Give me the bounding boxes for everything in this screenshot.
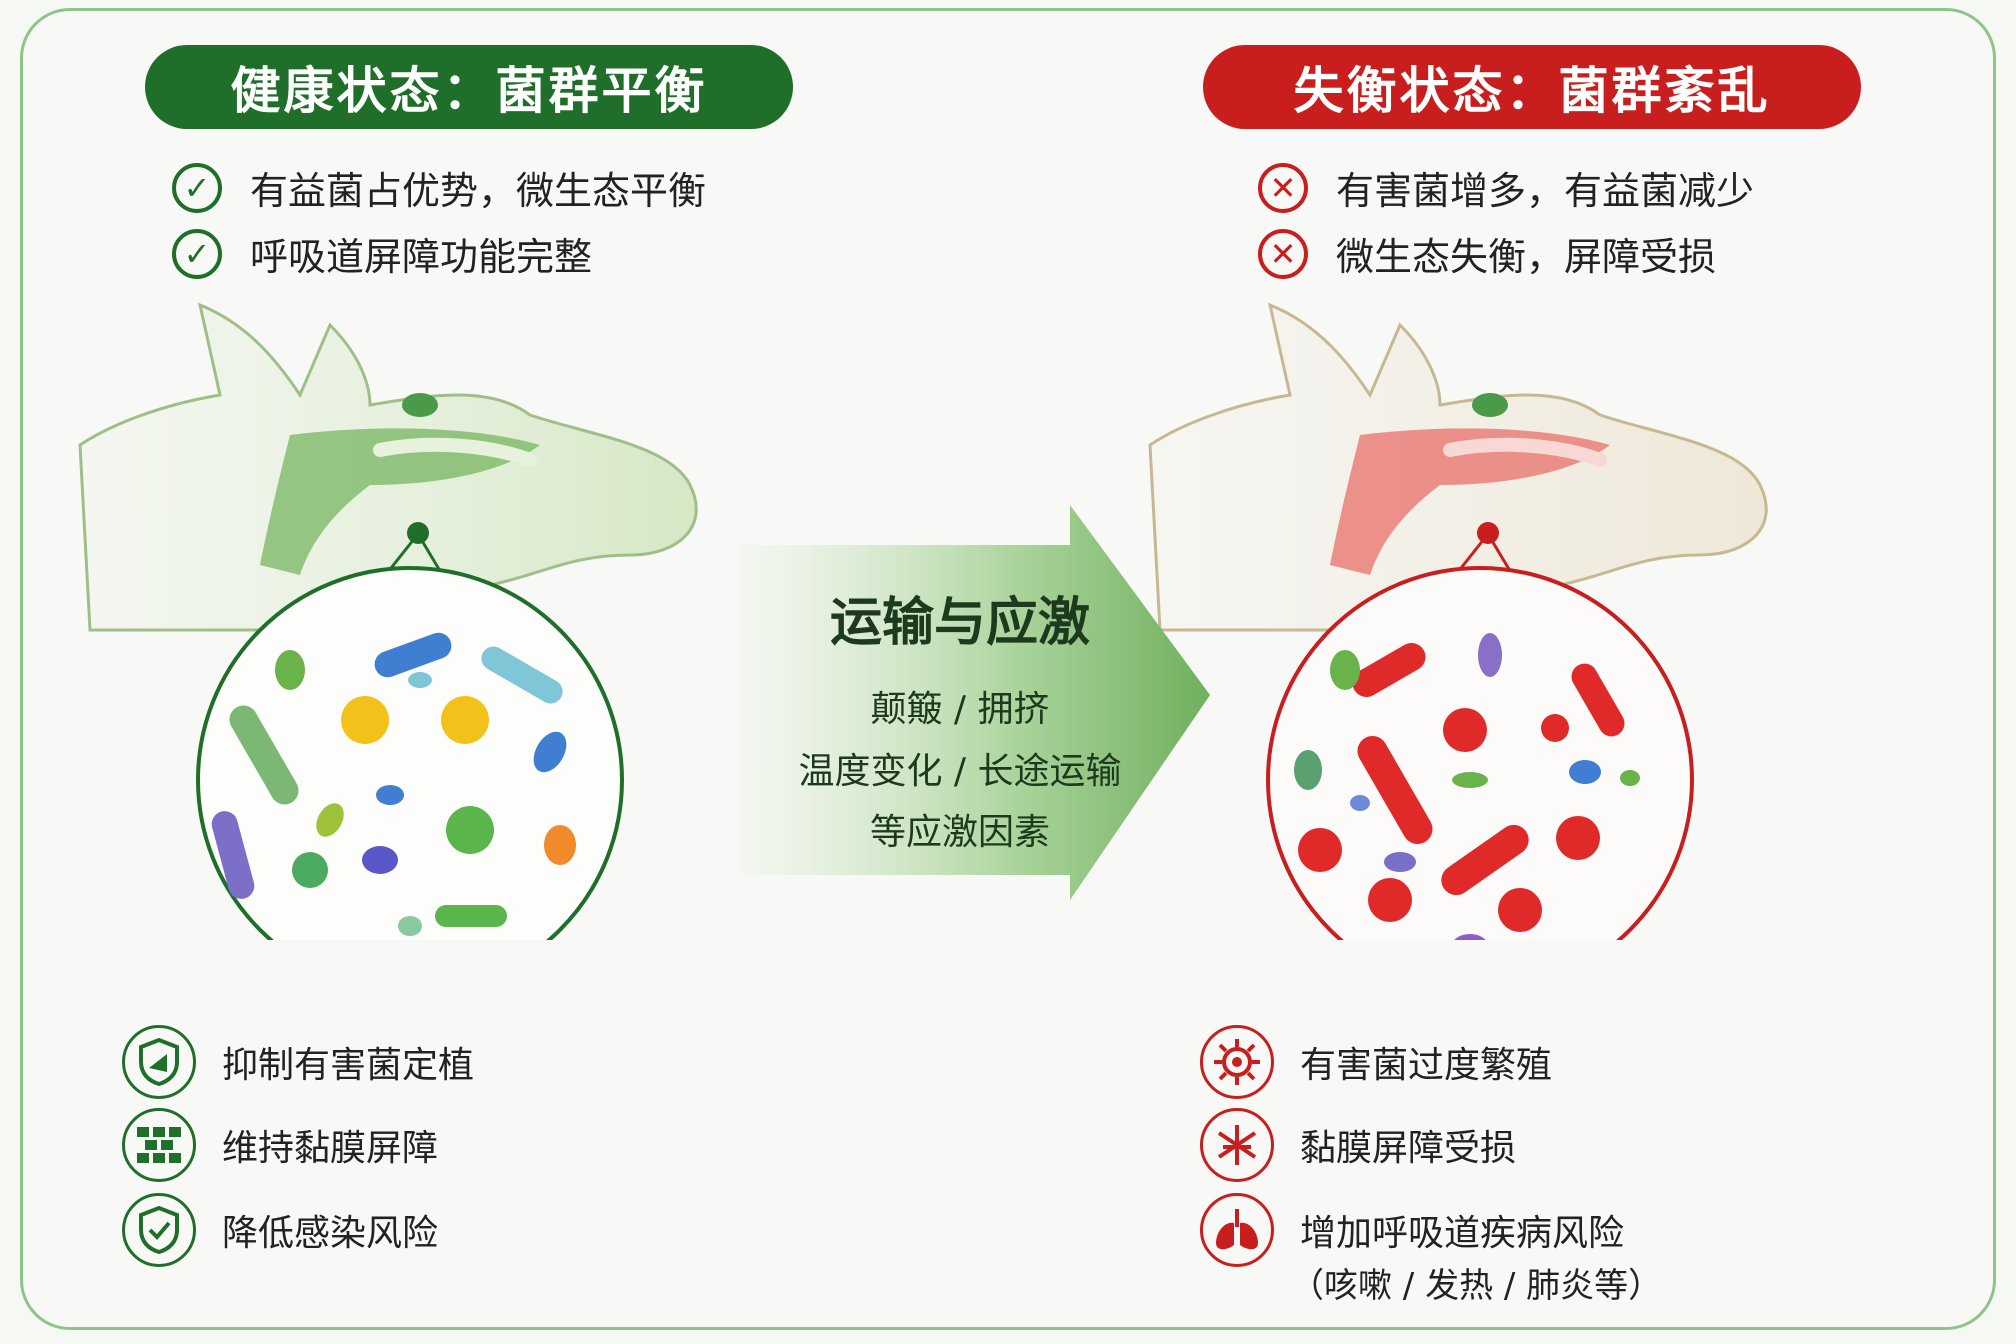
check-circle-icon: ✓: [172, 228, 222, 279]
imbalance-point-1: ✕ 有害菌增多，有益菌减少: [1258, 160, 1754, 215]
healthy-goat-head-illustration: [78, 302, 698, 632]
shield-bacteria-icon: [122, 1025, 196, 1099]
imbalance-effect-3: 增加呼吸道疾病风险: [1200, 1193, 1624, 1267]
check-circle-icon: ✓: [172, 162, 222, 213]
x-circle-icon: ✕: [1258, 162, 1308, 213]
lungs-icon: [1200, 1193, 1274, 1267]
stress-factor-line-1: 颠簸 / 拥挤: [870, 689, 1050, 730]
imbalance-effect-1: 有害菌过度繁殖: [1200, 1025, 1552, 1099]
x-circle-icon: ✕: [1258, 228, 1308, 279]
mucosa-barrier-icon: [122, 1108, 196, 1182]
healthy-point-1: ✓ 有益菌占优势，微生态平衡: [172, 160, 706, 215]
imbalance-state-title: 失衡状态：菌群紊乱: [1203, 45, 1861, 129]
damaged-barrier-icon: [1200, 1108, 1274, 1182]
stress-factor-line-3: 等应激因素: [869, 812, 1050, 853]
shield-check-icon: [122, 1193, 196, 1267]
imbalance-effect-2: 黏膜屏障受损: [1200, 1108, 1516, 1182]
healthy-state-title: 健康状态：菌群平衡: [145, 45, 793, 129]
imbalance-microbiome-zoom: [1266, 533, 1694, 940]
healthy-microbiome-zoom: [196, 533, 624, 940]
imbalance-goat-head-illustration: [1148, 302, 1768, 632]
transport-stress-arrow: [740, 505, 1210, 900]
imbalance-point-2: ✕ 微生态失衡，屏障受损: [1258, 226, 1716, 281]
stress-factor-line-2: 温度变化 / 长途运输: [798, 751, 1122, 792]
virus-target-icon: [1200, 1025, 1274, 1099]
healthy-benefit-2: 维持黏膜屏障: [122, 1108, 438, 1182]
healthy-benefit-1: 抑制有害菌定植: [122, 1025, 474, 1099]
healthy-benefit-3: 降低感染风险: [122, 1193, 438, 1267]
transport-stress-title: 运输与应激: [829, 593, 1090, 653]
respiratory-disease-examples: （咳嗽 / 发热 / 肺炎等）: [1290, 1266, 1663, 1306]
healthy-point-2: ✓ 呼吸道屏障功能完整: [172, 226, 592, 281]
